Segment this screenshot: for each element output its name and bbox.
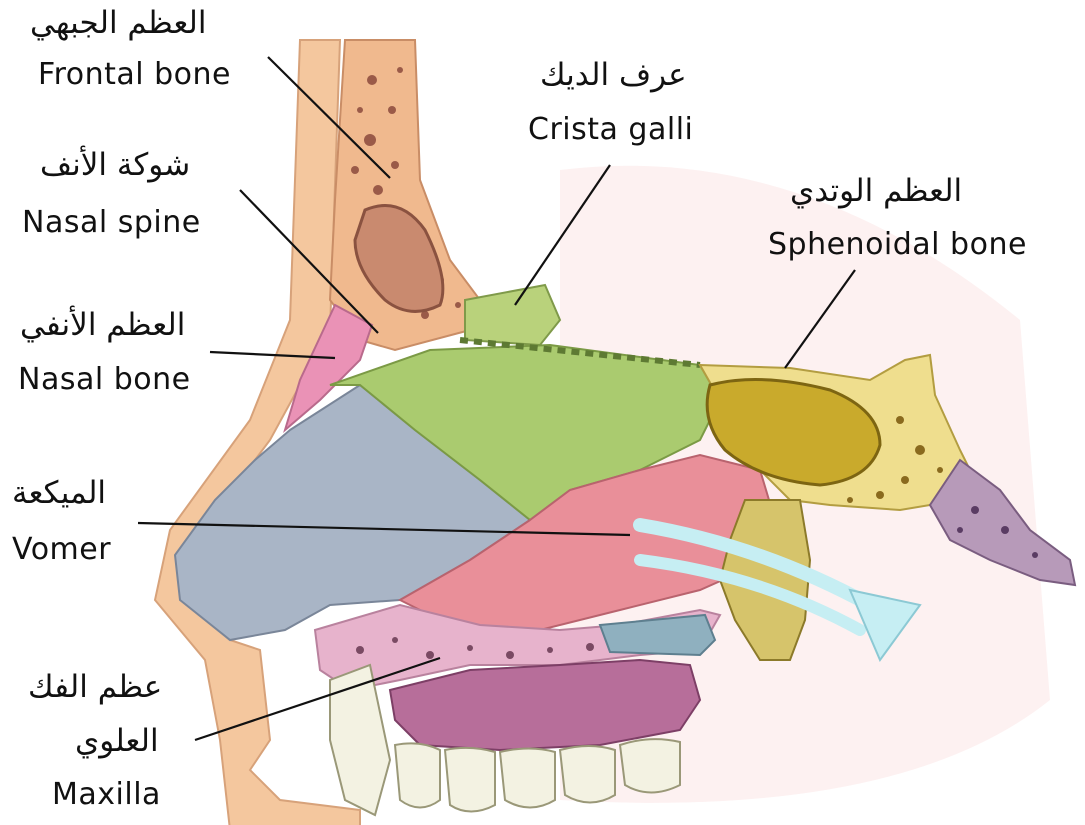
nasal-spine-label-en: Nasal spine bbox=[22, 208, 201, 238]
crista-galli-label-en: Crista galli bbox=[528, 115, 693, 145]
vomer-label-en: Vomer bbox=[12, 535, 111, 565]
maxilla-label-ar-line1: عظم الفك bbox=[28, 672, 162, 703]
crista-galli-shape bbox=[465, 285, 560, 345]
nasal-bone-label-ar: العظم الأنفي bbox=[20, 310, 185, 341]
tooth bbox=[500, 749, 555, 808]
nasal-bone-label-en: Nasal bone bbox=[18, 365, 191, 395]
incisor bbox=[330, 665, 390, 815]
tooth bbox=[395, 743, 440, 807]
tooth bbox=[620, 739, 680, 792]
vomer-label-ar: الميكعة bbox=[12, 478, 106, 509]
nasal-spine-label-ar: شوكة الأنف bbox=[40, 150, 190, 181]
sphenoidal-bone-label-en: Sphenoidal bone bbox=[768, 230, 1027, 260]
tooth bbox=[445, 748, 495, 812]
frontal-bone-label-en: Frontal bone bbox=[38, 60, 231, 90]
tooth bbox=[560, 746, 615, 803]
maxilla-label-en: Maxilla bbox=[52, 780, 161, 810]
sphenoidal-bone-label-ar: العظم الوتدي bbox=[790, 176, 962, 207]
maxilla-label-ar-line2: العلوي bbox=[75, 726, 159, 757]
frontal-bone-label-ar: العظم الجبهي bbox=[30, 8, 206, 39]
crista-galli-label-ar: عرف الديك bbox=[540, 60, 687, 91]
